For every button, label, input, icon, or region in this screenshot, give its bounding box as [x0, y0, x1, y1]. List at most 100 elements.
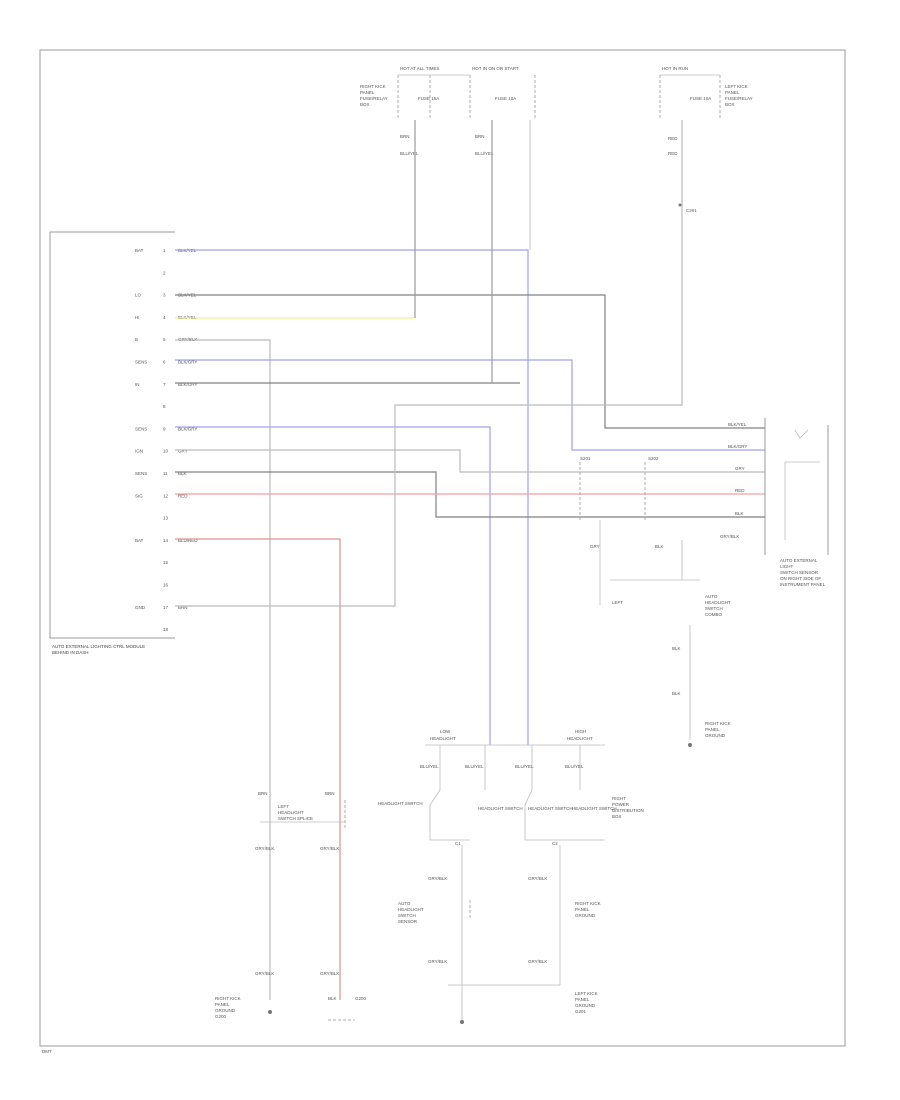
svg-text:BOX: BOX: [360, 102, 370, 107]
top-side-label-right-kick: RIGHT KICK PANEL FUSE/RELAY BOX: [360, 84, 388, 107]
svg-text:PANEL: PANEL: [575, 907, 590, 912]
svg-text:DISTRIBUTION: DISTRIBUTION: [612, 808, 644, 813]
svg-text:AUTO: AUTO: [705, 594, 718, 599]
pin-13-number: 13: [163, 516, 169, 521]
top-wire-label-2: BLU/YEL: [400, 151, 419, 156]
pin-14-function: BAT: [135, 538, 144, 543]
top-box-2-title: HOT IN ON OR START: [472, 66, 519, 71]
pin-11-wire-color: BLK: [178, 471, 187, 476]
svg-text:RIGHT KICK: RIGHT KICK: [215, 996, 241, 1001]
pin-17-number: 17: [163, 605, 169, 610]
center-mid-label-3: HEADLIGHT SWITCH: [528, 806, 573, 811]
center-lower-label-3: GRY/BLK: [428, 959, 447, 964]
pin-10-number: 10: [163, 449, 169, 454]
svg-text:PANEL: PANEL: [215, 1002, 230, 1007]
top-box-1-title: HOT AT ALL TIMES: [400, 66, 440, 71]
bl-top-label-left: BRN: [258, 791, 268, 796]
svg-text:SWITCH SPLICE: SWITCH SPLICE: [278, 816, 313, 821]
pin-12-function: SIG: [135, 493, 143, 498]
pin-1-function: BAT: [135, 248, 144, 253]
top-side-label-left-kick: LEFT KICK PANEL FUSE/RELAY BOX: [725, 84, 753, 107]
pin-9-number: 9: [163, 426, 166, 431]
center-wire-label-3: BLU/YEL: [515, 764, 534, 769]
bl-mid-box: LEFT HEADLIGHT SWITCH SPLICE: [260, 800, 346, 830]
bl-lower-label-right: GRY/BLK: [320, 846, 339, 851]
top-box-1-fuse: FUSE 15A: [418, 96, 439, 101]
center-join-left: [429, 789, 470, 841]
svg-text:SENSOR: SENSOR: [398, 919, 418, 924]
bl-bottom-ground: RIGHT KICK PANEL GROUND G200: [215, 996, 241, 1019]
svg-text:FUSE/RELAY: FUSE/RELAY: [725, 96, 753, 101]
sensor-wire-4: RED: [735, 488, 745, 493]
pin-1-number: 1: [163, 248, 166, 253]
module-bracket: [49, 231, 175, 639]
svg-text:LEFT: LEFT: [278, 804, 289, 809]
center-join-right: [524, 789, 605, 841]
right-label-headlight-combo: AUTO HEADLIGHT SWITCH COMBO: [705, 594, 731, 617]
pin-5-function: B: [135, 337, 138, 342]
sensor-wire-1: BLK/YEL: [728, 422, 747, 427]
svg-text:PANEL: PANEL: [705, 727, 720, 732]
svg-text:SWITCH SENSOR: SWITCH SENSOR: [780, 570, 819, 575]
right-splice-caption: LEFT: [612, 600, 623, 605]
sensor-lamp: [794, 429, 809, 439]
svg-text:LEFT KICK: LEFT KICK: [575, 991, 598, 996]
sensor-wire-2: BLK/GRY: [728, 444, 747, 449]
svg-text:FUSE/RELAY: FUSE/RELAY: [360, 96, 388, 101]
top-fuse-box-2: HOT IN ON OR START FUSE 10A: [469, 66, 536, 120]
splice-label-2: S202: [648, 456, 659, 461]
svg-text:G201: G201: [575, 1009, 587, 1014]
svg-text:GROUND: GROUND: [575, 1003, 596, 1008]
center-mid-label-4: HEADLIGHT SWITCH: [572, 806, 617, 811]
pin-4-number: 4: [163, 315, 166, 320]
center-mid-label-2: HEADLIGHT SWITCH: [478, 806, 523, 811]
pin-7-function: IN: [135, 382, 140, 387]
pin-14-wire-color: BLU/RED: [178, 538, 198, 543]
svg-text:AUTO EXTERNAL: AUTO EXTERNAL: [780, 558, 818, 563]
sensor-connector-inner: [784, 461, 820, 540]
top-wire-label-6: RED: [668, 151, 678, 156]
svg-text:ON RIGHT SIDE OF: ON RIGHT SIDE OF: [780, 576, 821, 581]
sensor-wire-5: BLK: [735, 511, 744, 516]
svg-text:PANEL: PANEL: [725, 90, 740, 95]
svg-text:GROUND: GROUND: [215, 1008, 236, 1013]
center-wire-label-1: BLU/YEL: [420, 764, 439, 769]
pin-5-number: 5: [163, 337, 166, 342]
pin-10-wire-color: GRY: [178, 449, 188, 454]
pin-2-number: 2: [163, 270, 166, 275]
pin-6-wire-color: BLK/GRY: [178, 360, 197, 365]
diagram-frame: [39, 49, 846, 1047]
right-ground-wire-1: BLK: [672, 646, 681, 651]
center-lower-label-2: GRY/BLK: [528, 876, 547, 881]
pin-10-function: IGN: [135, 449, 143, 454]
right-wire-label-1: GRY: [590, 544, 600, 549]
center-connector-1: C1: [455, 841, 461, 846]
svg-text:RIGHT: RIGHT: [612, 796, 626, 801]
pin-6-function: SENS: [135, 360, 147, 365]
svg-text:BOX: BOX: [612, 814, 622, 819]
pin-9-wire-color: BLK/GRY: [178, 426, 197, 431]
center-right-header-2: HEADLIGHT: [567, 736, 593, 741]
pin-16-number: 16: [163, 583, 169, 588]
pin-12-wire-color: RED: [178, 493, 188, 498]
center-right-kick: RIGHT KICK PANEL GROUND: [575, 901, 601, 918]
top-fuse-box-1: HOT AT ALL TIMES FUSE 15A: [397, 66, 470, 120]
top-box-2-fuse: FUSE 10A: [495, 96, 516, 101]
svg-text:RIGHT KICK: RIGHT KICK: [360, 84, 386, 89]
bl-lower-label-left: GRY/BLK: [255, 846, 274, 851]
bl-ground-label-2: G200: [355, 996, 367, 1001]
module-label-2: BEHIND IN DASH: [52, 650, 89, 655]
pin-8-number: 8: [163, 404, 166, 409]
sensor-wire-3: GRY: [735, 466, 745, 471]
wire-pin3-blk: [175, 294, 765, 429]
svg-text:COMBO: COMBO: [705, 612, 723, 617]
center-lower-label-4: GRY/BLK: [528, 959, 547, 964]
svg-text:BOX: BOX: [725, 102, 735, 107]
right-label-kick-ground: RIGHT KICK PANEL GROUND: [705, 721, 731, 738]
svg-text:SWITCH: SWITCH: [705, 606, 723, 611]
top-right-note-1: C201: [686, 208, 697, 213]
top-box-3-title: HOT IN RUN: [662, 66, 688, 71]
right-wire-label-2: BLK: [655, 544, 664, 549]
top-wire-label-4: BLU/YEL: [475, 151, 494, 156]
